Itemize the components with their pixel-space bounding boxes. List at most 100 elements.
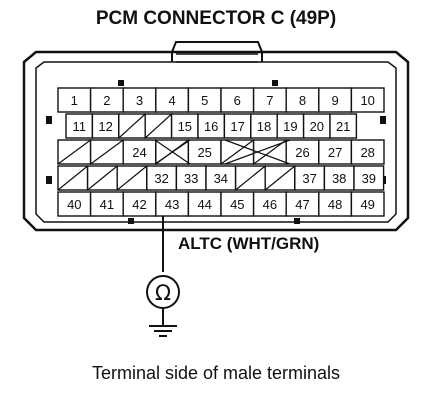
terminal-label-7: 7 [266,93,273,108]
terminal-label-45: 45 [230,197,244,212]
terminal-cell-48 [318,191,353,217]
terminal-cell-47 [285,191,320,217]
connector-key-top-left [118,80,124,86]
terminal-cell-43 [155,191,190,217]
unused-terminal-slash [87,165,118,191]
terminal-label-19: 19 [283,119,297,134]
terminal-label-2: 2 [103,93,110,108]
terminal-label-34: 34 [214,171,228,186]
terminal-label-15: 15 [178,119,192,134]
unused-terminal-slash [264,165,296,191]
unused-terminal-slash [144,113,173,139]
connector-key-left-bottom [46,176,52,184]
ground-icon [149,308,177,337]
terminal-cell-16 [197,113,226,139]
unused-terminal-slash [116,165,148,191]
terminal-cell-17 [223,113,252,139]
ohm-symbol: Ω [155,281,171,305]
signal-label: ALTC (WHT/GRN) [178,234,320,253]
terminal-label-41: 41 [100,197,114,212]
terminal-label-49: 49 [360,197,374,212]
blocked-region-cross [224,139,291,165]
terminal-cell-40 [57,191,92,217]
terminal-cell-10 [350,87,385,113]
terminal-cell-9 [318,87,353,113]
ohmmeter-icon: Ω [146,275,180,309]
unused-terminal-slash [235,165,266,191]
terminal-cell-28 [350,139,385,165]
unused-terminal-slash [57,165,88,191]
terminal-cell-25 [187,139,222,165]
connector-key-right-top [380,116,386,124]
terminal-label-20: 20 [310,119,324,134]
terminal-cell-11 [65,113,94,139]
terminal-cell-6 [220,87,255,113]
terminal-cell-39 [353,165,385,191]
terminal-label-8: 8 [299,93,306,108]
terminal-label-38: 38 [332,171,346,186]
connector-key-top-right [272,80,278,86]
connector-housing-inner [35,61,397,223]
connector-key-bottom-right [294,218,300,224]
terminal-cell-32 [146,165,178,191]
terminal-cell-24 [122,139,157,165]
terminal-label-43: 43 [165,197,179,212]
terminal-label-42: 42 [132,197,146,212]
terminal-cell-37 [294,165,326,191]
connector-key-bottom-left [128,218,134,224]
terminal-label-17: 17 [230,119,244,134]
terminal-label-16: 16 [204,119,218,134]
terminal-label-21: 21 [336,119,350,134]
terminal-cell-21 [329,113,358,139]
terminal-cell-41 [89,191,124,217]
terminal-cell-34 [205,165,237,191]
terminal-cell-27 [318,139,353,165]
terminal-label-9: 9 [331,93,338,108]
terminal-label-1: 1 [71,93,78,108]
terminal-label-10: 10 [360,93,374,108]
terminal-cell-2 [89,87,124,113]
terminal-label-24: 24 [132,145,146,160]
unused-terminal-slash [57,139,91,165]
blocked-region-cross [154,139,191,165]
terminal-label-46: 46 [263,197,277,212]
terminal-label-27: 27 [328,145,342,160]
terminal-label-37: 37 [302,171,316,186]
terminal-label-11: 11 [72,119,86,134]
terminal-label-5: 5 [201,93,208,108]
terminal-label-32: 32 [154,171,168,186]
terminal-label-18: 18 [257,119,271,134]
terminal-cell-5 [187,87,222,113]
terminal-label-39: 39 [362,171,376,186]
terminal-label-28: 28 [360,145,374,160]
terminal-cell-15 [170,113,199,139]
terminal-label-33: 33 [184,171,198,186]
terminal-label-6: 6 [234,93,241,108]
terminal-label-12: 12 [98,119,112,134]
unused-terminal-slash [220,139,254,165]
terminal-cell-7 [252,87,287,113]
terminal-label-4: 4 [168,93,175,108]
terminal-cell-44 [187,191,222,217]
terminal-cell-4 [155,87,190,113]
connector-title: PCM CONNECTOR C (49P) [95,8,337,29]
terminal-label-48: 48 [328,197,342,212]
connector-latch [171,41,263,62]
terminal-label-47: 47 [295,197,309,212]
terminal-label-26: 26 [295,145,309,160]
terminal-cell-19 [276,113,305,139]
terminal-label-44: 44 [197,197,211,212]
unused-terminal-slash [90,139,124,165]
connector-housing-outer [22,50,410,232]
terminal-cell-49 [350,191,385,217]
terminal-label-40: 40 [67,197,81,212]
caption: Terminal side of male terminals [91,363,341,383]
terminal-label-25: 25 [197,145,211,160]
terminal-cell-20 [302,113,331,139]
terminal-cell-38 [323,165,355,191]
unused-terminal-slash [118,113,146,139]
connector-key-left-top [46,116,52,124]
terminal-label-3: 3 [136,93,143,108]
